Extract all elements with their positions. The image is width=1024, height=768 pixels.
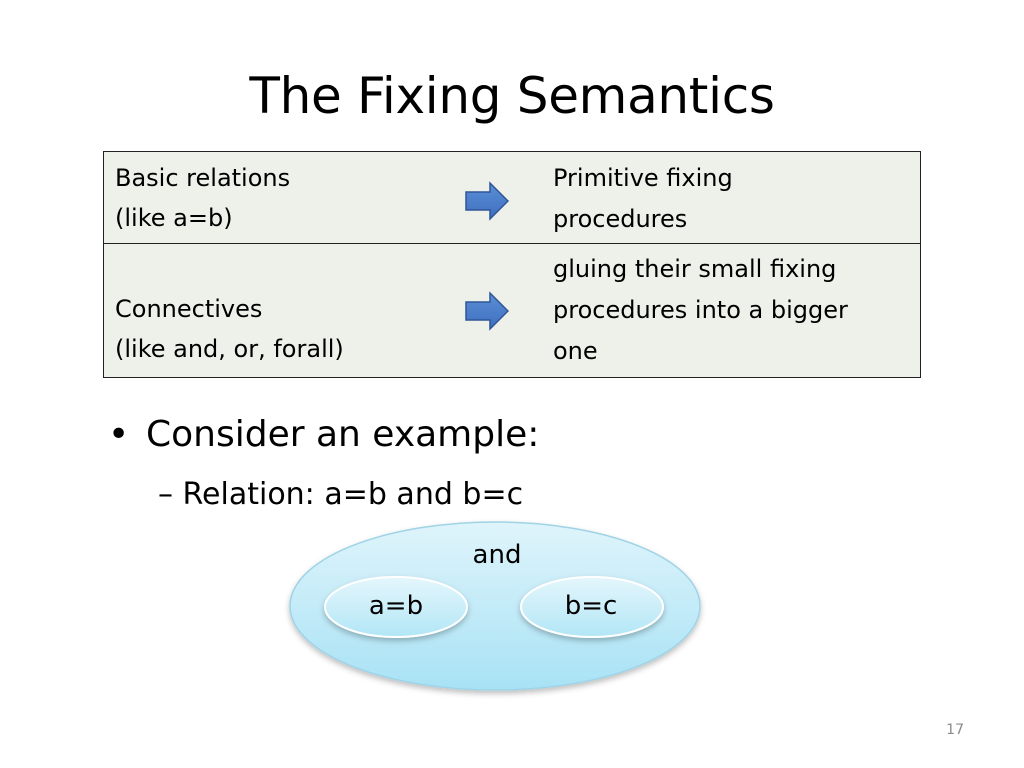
sub-bullet-item: – Relation: a=b and b=c (158, 474, 523, 516)
relation-label-right: b=c (564, 591, 618, 621)
outer-ellipse (289, 521, 701, 691)
cell-text: (like and, or, forall) (115, 335, 344, 363)
and-diagram: and a=b b=c (280, 515, 710, 700)
right-arrow-icon (465, 181, 510, 221)
diagram-shapes (289, 521, 701, 691)
right-arrow-icon (465, 291, 510, 331)
table-cell-right: gluing their small fixing procedures int… (553, 249, 913, 372)
slide-title: The Fixing Semantics (249, 67, 775, 125)
table-row: Connectives (like and, or, forall) gluin… (104, 243, 920, 377)
cell-text: Connectives (115, 295, 263, 323)
bullet-item: • Consider an example: (108, 410, 539, 460)
cell-text: (like a=b) (115, 204, 233, 232)
bullet-icon: • (108, 414, 130, 455)
inner-ellipse-right (520, 576, 664, 638)
cell-text: procedures (553, 205, 688, 233)
cell-text: gluing their small fixing (553, 255, 837, 283)
table-cell-left: Basic relations (like a=b) (115, 158, 290, 238)
cell-text: one (553, 337, 598, 365)
table-row: Basic relations (like a=b) Primitive fix… (104, 152, 920, 243)
mapping-table: Basic relations (like a=b) Primitive fix… (103, 151, 921, 378)
dash-icon: – (158, 477, 183, 512)
sub-bullet-text: Relation: a=b and b=c (182, 477, 524, 512)
inner-ellipse-left (324, 576, 468, 638)
bullet-text: Consider an example: (146, 414, 540, 455)
relation-label-left: a=b (368, 591, 424, 621)
table-cell-left: Connectives (like and, or, forall) (115, 289, 344, 369)
slide-number: 17 (946, 722, 964, 738)
cell-text: procedures into a bigger (553, 296, 848, 324)
table-cell-right: Primitive fixing procedures (553, 158, 913, 240)
cell-text: Primitive fixing (553, 164, 733, 192)
and-label: and (472, 540, 522, 570)
cell-text: Basic relations (115, 164, 291, 192)
